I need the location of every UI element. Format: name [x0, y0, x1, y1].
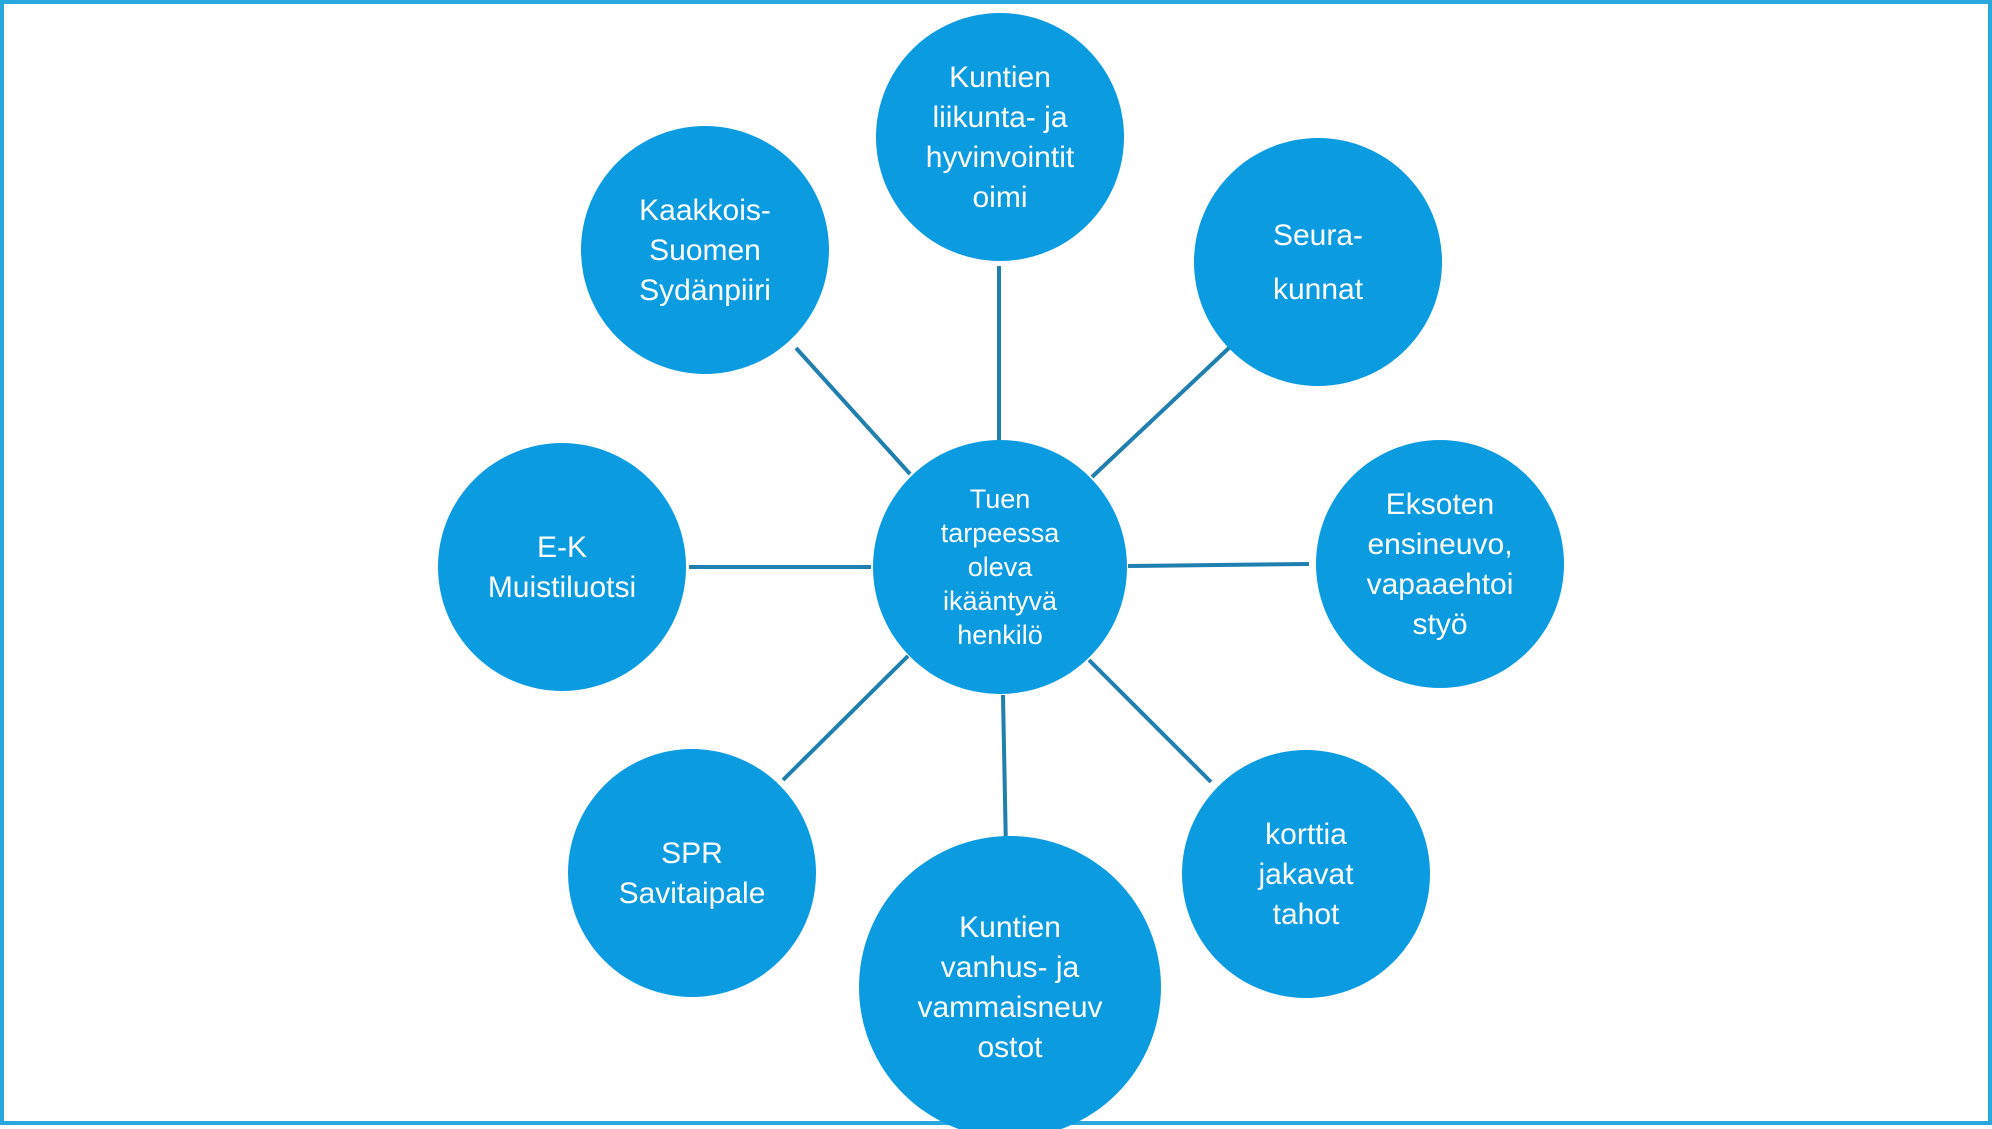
node-seurakunnat-label: Seura-kunnat [1273, 219, 1364, 306]
node-korttia-jakavat: korttia jakavat tahot [1182, 750, 1430, 998]
node-seurakunnat: Seura-kunnat [1194, 138, 1442, 386]
node-seurakunnat-label-line: Seura- [1273, 219, 1363, 252]
node-kaakkois-suomen-label-line: Suomen [649, 234, 761, 267]
node-eksote-label-line: Eksoten [1386, 488, 1494, 521]
node-eksote: Eksoten ensineuvo, vapaaehtoi styö [1316, 440, 1564, 688]
node-spr-label-line: Savitaipale [619, 877, 766, 910]
node-kuntien-vanhus-circle [859, 836, 1161, 1129]
node-eksote-label: Eksoten ensineuvo, vapaaehtoi styö [1367, 488, 1514, 641]
node-kuntien-liikunta-label-line: oimi [972, 181, 1027, 214]
node-seurakunnat-circle [1194, 138, 1442, 386]
connector-line-kaakkois-suomen [794, 346, 912, 476]
center-node-label: Tuen tarpeessa oleva ikääntyvä henkilö [941, 484, 1061, 650]
node-kaakkois-suomen-label-line: Sydänpiiri [639, 274, 771, 307]
node-kaakkois-suomen-circle [581, 126, 829, 374]
connector-line-korttia-jakavat [1087, 658, 1213, 784]
node-kuntien-liikunta-circle [876, 13, 1124, 261]
node-kuntien-vanhus-label-line: vanhus- ja [941, 951, 1080, 984]
center-node-label-line: tarpeessa [941, 518, 1061, 548]
connector-line-eksote [1127, 562, 1310, 568]
node-kuntien-liikunta: Kuntien liikunta- ja hyvinvointit oimi [876, 13, 1124, 261]
center-node-label-line: oleva [968, 552, 1034, 582]
node-korttia-jakavat-circle [1182, 750, 1430, 998]
connector-line-kuntien-vanhus [1001, 694, 1008, 853]
center-node-circle [873, 440, 1127, 694]
node-eksote-label-line: styö [1412, 608, 1467, 641]
node-ek-muistiluotsi-label-line: Muistiluotsi [488, 571, 636, 604]
node-eksote-circle [1316, 440, 1564, 688]
center-node-label-line: henkilö [957, 620, 1043, 650]
node-ek-muistiluotsi-label-line: E-K [537, 531, 587, 564]
node-kuntien-vanhus: Kuntien vanhus- ja vammaisneuv ostot [859, 836, 1161, 1129]
node-eksote-label-line: ensineuvo, [1367, 528, 1512, 561]
node-kuntien-vanhus-label-line: ostot [977, 1031, 1043, 1064]
node-ek-muistiluotsi: E-K Muistiluotsi [438, 443, 686, 691]
node-spr: SPR Savitaipale [568, 749, 816, 997]
node-seurakunnat-label-line: kunnat [1273, 273, 1364, 306]
node-korttia-jakavat-label-line: tahot [1273, 898, 1340, 931]
connectors [689, 266, 1310, 853]
node-korttia-jakavat-label-line: jakavat [1257, 858, 1354, 891]
node-spr-label-line: SPR [661, 837, 723, 870]
node-korttia-jakavat-label-line: korttia [1265, 818, 1347, 851]
node-ek-muistiluotsi-label: E-K Muistiluotsi [488, 531, 636, 604]
node-kuntien-vanhus-label: Kuntien vanhus- ja vammaisneuv ostot [917, 911, 1102, 1064]
node-spr-circle [568, 749, 816, 997]
node-korttia-jakavat-label: korttia jakavat tahot [1257, 818, 1354, 931]
center-node-label-line: Tuen [970, 484, 1031, 514]
node-ek-muistiluotsi-circle [438, 443, 686, 691]
connector-line-spr [781, 654, 910, 782]
center-node-label-line: ikääntyvä [943, 586, 1058, 616]
node-kuntien-liikunta-label-line: Kuntien [949, 61, 1051, 94]
center-node: Tuen tarpeessa oleva ikääntyvä henkilö [873, 440, 1127, 694]
node-kuntien-liikunta-label-line: liikunta- ja [932, 101, 1067, 134]
connector-line-seurakunnat [1090, 345, 1232, 479]
node-kuntien-vanhus-label-line: vammaisneuv [917, 991, 1102, 1024]
node-kuntien-liikunta-label: Kuntien liikunta- ja hyvinvointit oimi [926, 61, 1075, 214]
node-eksote-label-line: vapaaehtoi [1367, 568, 1514, 601]
node-spr-label: SPR Savitaipale [619, 837, 766, 910]
node-kaakkois-suomen-label-line: Kaakkois- [639, 194, 771, 227]
node-kuntien-vanhus-label-line: Kuntien [959, 911, 1061, 944]
node-kuntien-liikunta-label-line: hyvinvointit [926, 141, 1075, 174]
